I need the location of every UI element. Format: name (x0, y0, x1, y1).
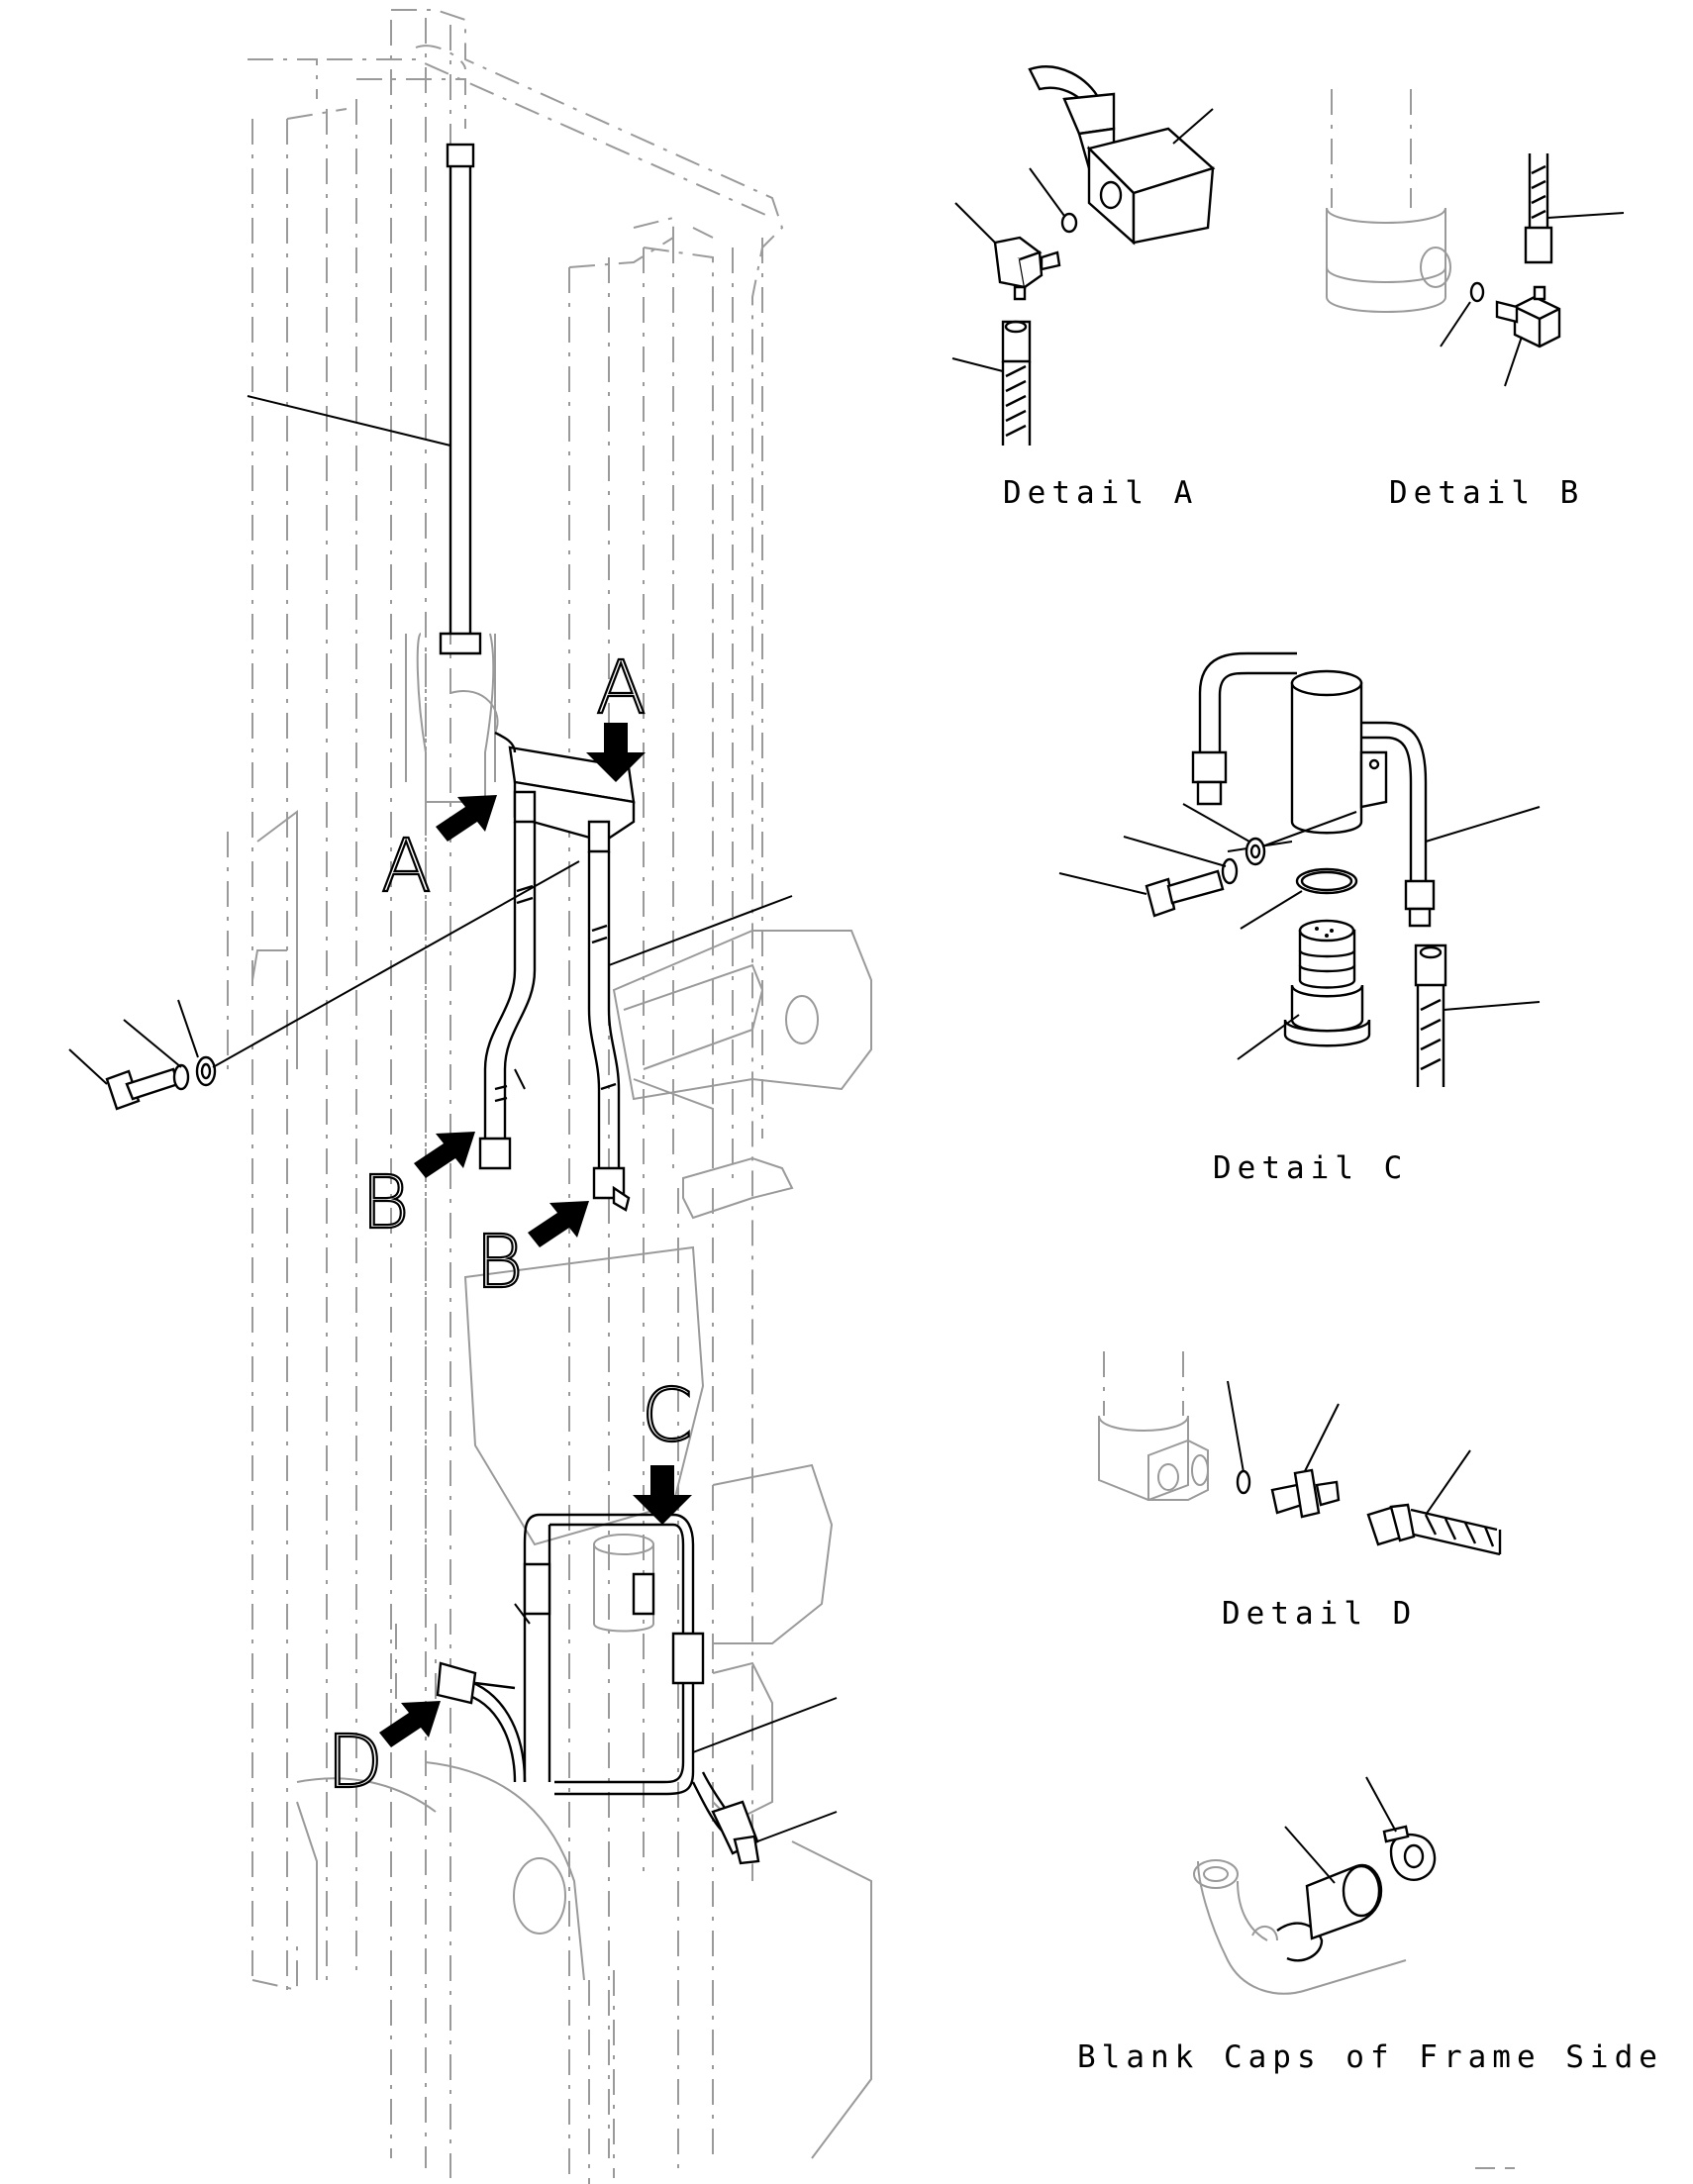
view-arrows (379, 723, 692, 1747)
main-view-leaders (68, 395, 838, 1842)
detail-b-drawing (1326, 89, 1625, 387)
detail-b-label: Detail B (1389, 475, 1584, 511)
detail-d-drawing (1098, 1351, 1502, 1556)
detail-a-label: Detail A (1003, 475, 1198, 511)
callout-c: C (642, 1373, 693, 1458)
detail-d-label: Detail D (1222, 1596, 1417, 1632)
lift-cylinder (405, 143, 499, 803)
manifold-block (478, 731, 636, 1212)
callout-letters: A A B B C D (326, 645, 694, 1806)
callout-d: D (327, 1720, 383, 1805)
detail-c-drawing (1058, 651, 1541, 1087)
callout-b-left: B (361, 1160, 409, 1245)
detail-a-drawing (951, 65, 1216, 446)
arrow-b-left (414, 1132, 475, 1178)
detail-c-label: Detail C (1213, 1150, 1408, 1186)
arrow-b-right (528, 1201, 589, 1247)
callout-a-side: A (381, 824, 432, 909)
carriage-ghost (251, 810, 872, 2159)
blank-caps-label: Blank Caps of Frame Side (1077, 2039, 1663, 2075)
callout-b-right: B (475, 1220, 523, 1305)
arrow-d-side (379, 1701, 441, 1747)
arrow-c-down (633, 1465, 692, 1525)
arrow-a-down (586, 723, 646, 782)
blank-caps-drawing (1193, 1776, 1437, 1995)
arrow-a-side (436, 795, 497, 842)
valve-assembly (436, 1513, 760, 1865)
bolt-washer-set (105, 860, 580, 1111)
callout-a-top: A (596, 645, 647, 731)
